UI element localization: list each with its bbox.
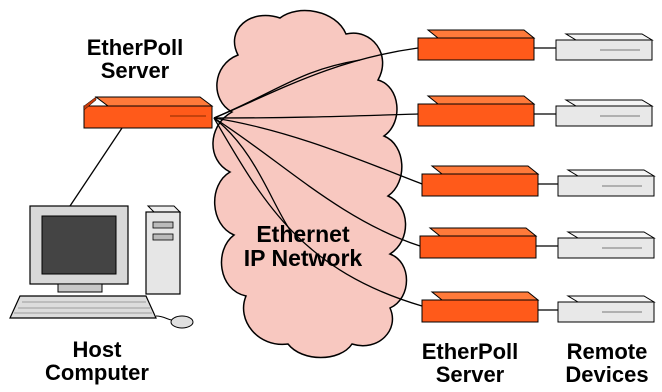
etherpoll-server-remote-4 [419,227,538,259]
etherpoll-server-host [83,96,214,129]
etherpoll-server-label-top: EtherPoll Server [70,36,200,82]
etherpoll-server-remote-3 [421,165,540,197]
monitor-screen [41,215,117,275]
remote-device-5 [557,295,656,323]
label-line: Ethernet [256,221,350,247]
remote-devices-label: Remote Devices [552,340,662,386]
etherpoll-server-remote-2 [417,95,536,127]
remote-device-2 [555,99,654,127]
etherpoll-server-remote-5 [421,291,540,323]
etherpoll-server-remote-1 [417,29,536,61]
remote-device-1 [555,33,654,61]
remote-device-3 [557,169,656,197]
mouse [170,315,194,329]
ethernet-network-label: Ethernet IP Network [218,222,388,270]
etherpoll-server-label-bottom: EtherPoll Server [400,340,540,386]
label-line: EtherPoll [86,35,184,60]
label-line: Server [100,58,170,84]
tower [145,211,181,295]
label-line: Server [435,362,505,388]
label-line: IP Network [243,245,363,272]
remote-device-4 [557,231,656,259]
label-line: EtherPoll [421,339,519,364]
label-line: Devices [565,362,649,388]
label-line: Remote [566,339,648,364]
keyboard [9,295,157,319]
host-computer [9,205,194,329]
label-line: Computer [45,360,149,386]
host-computer-label: Host Computer [22,338,172,384]
ethernet-cloud [212,9,408,359]
label-line: Host [72,337,122,362]
